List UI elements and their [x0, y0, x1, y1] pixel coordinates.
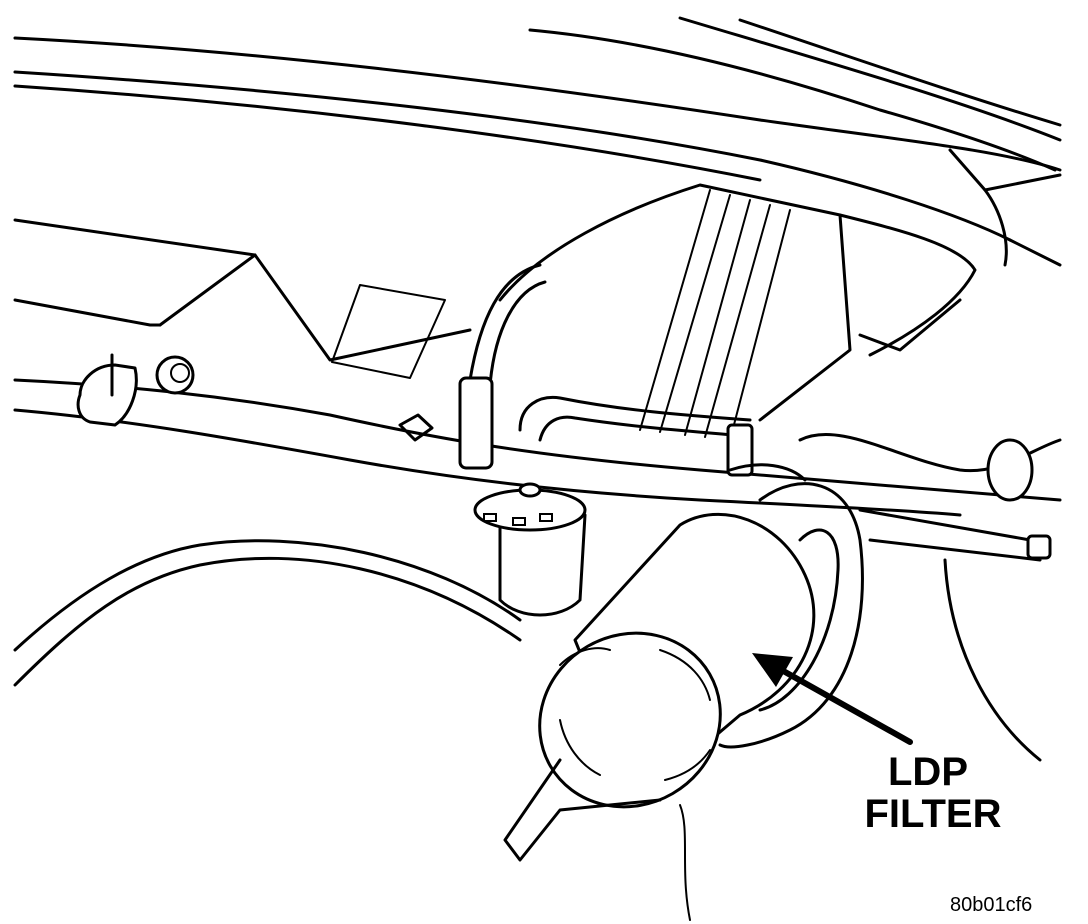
tank-housing [13, 183, 977, 441]
ldp-pump [473, 482, 587, 617]
upper-body-panels [13, 16, 1062, 267]
lower-bracket [13, 433, 1062, 921]
filter-hose [718, 463, 864, 749]
crossmember-lines [13, 378, 1062, 562]
callout-label-line2: FILTER [864, 792, 1002, 836]
figure-code: 80b01cf6 [950, 894, 1033, 916]
callout-arrow [752, 653, 913, 745]
ldp-filter-body [538, 512, 816, 809]
vent-hose [458, 263, 754, 477]
callout-label-line1: LDP [888, 750, 968, 794]
line-clamp [76, 353, 434, 442]
